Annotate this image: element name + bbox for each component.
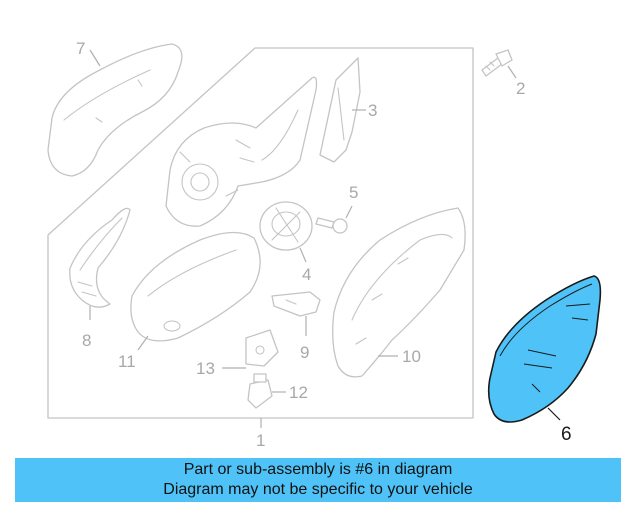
callout-3: 3	[368, 101, 377, 120]
part-9-bracket	[271, 291, 321, 317]
callout-2: 2	[516, 79, 525, 98]
callout-7: 7	[76, 39, 85, 58]
part-8-turn-lamp	[69, 207, 131, 308]
part-7-mirror-cover	[47, 43, 183, 177]
part-5-screw	[315, 217, 348, 234]
callout-6: 6	[561, 424, 572, 445]
mirror-base-assembly	[165, 76, 318, 227]
part-3-trim	[319, 57, 361, 163]
callout-11-leader	[137, 335, 149, 351]
callout-10: 10	[402, 347, 421, 366]
part-4-actuator	[259, 201, 313, 251]
callout-11: 11	[118, 352, 136, 371]
banner-line-1: Part or sub-assembly is #6 in diagram	[183, 461, 453, 478]
part-13-bracket	[245, 329, 279, 367]
callout-5-leader	[345, 205, 353, 219]
callout-12: 12	[289, 383, 308, 402]
part-11-housing	[130, 231, 261, 342]
part-12-sensor	[247, 373, 273, 409]
part-6-mirror-glass	[487, 275, 602, 423]
callout-5: 5	[349, 183, 358, 202]
callout-13: 13	[196, 359, 215, 378]
callout-9: 9	[300, 343, 309, 362]
callout-7-leader	[89, 49, 101, 67]
banner-line-2: Diagram may not be specific to your vehi…	[163, 481, 473, 498]
callout-4-leader	[299, 247, 307, 263]
part-2-bolt	[481, 49, 513, 77]
callout-4: 4	[302, 265, 311, 284]
assembly-outline	[47, 47, 474, 419]
callout-8: 8	[82, 331, 91, 350]
part-10-holder	[332, 207, 466, 378]
callout-2-leader	[507, 65, 517, 79]
callout-6-leader	[547, 407, 561, 421]
info-banner: Part or sub-assembly is #6 in diagram Di…	[15, 458, 621, 502]
callout-1: 1	[256, 431, 265, 450]
